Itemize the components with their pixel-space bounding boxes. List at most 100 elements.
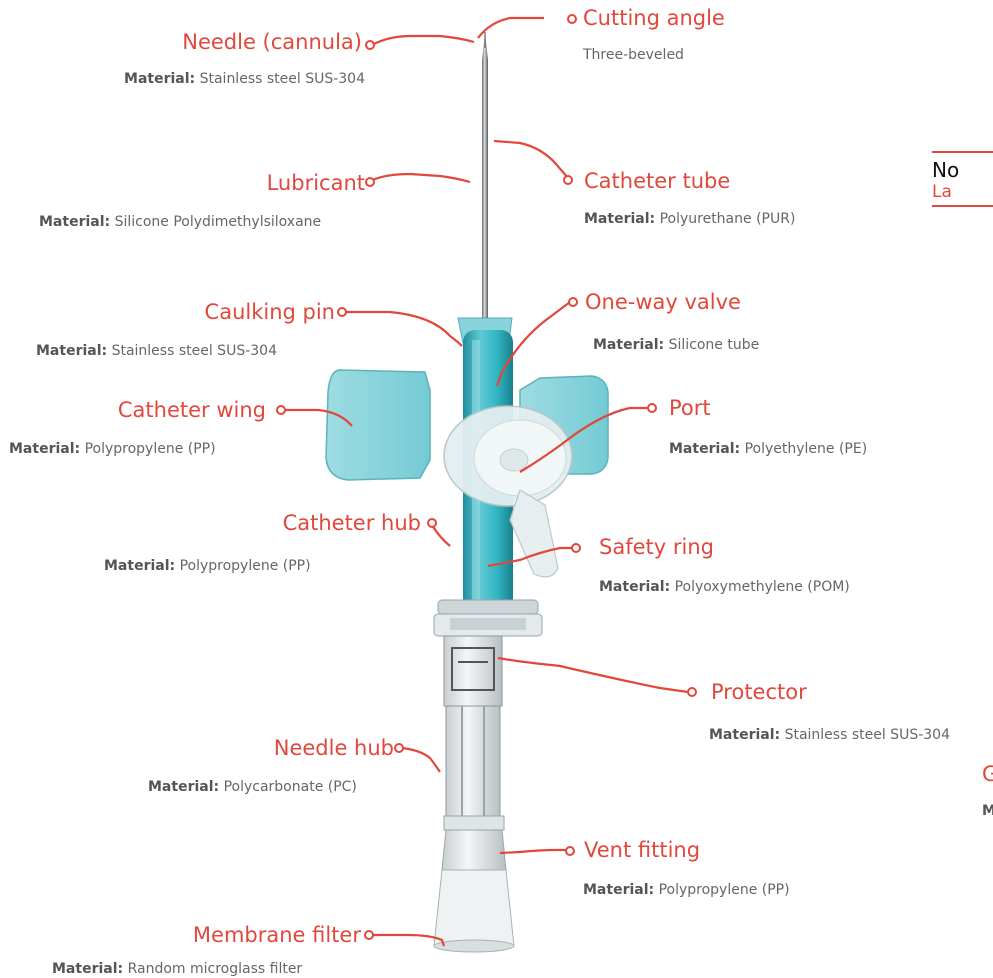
tube-material: Polyurethane (PUR): [660, 211, 796, 227]
label-safety: Safety ring: [599, 535, 714, 559]
needlehub-material: Polycarbonate (PC): [224, 779, 357, 795]
leader-dot-port: [648, 404, 656, 412]
caulking-material-line: Material: Stainless steel SUS-304: [36, 340, 277, 360]
vent-fitting-body: [442, 816, 506, 870]
label-valve: One-way valve: [585, 290, 741, 314]
vent-title: Vent fitting: [584, 838, 700, 862]
needle-title: Needle (cannula): [182, 30, 362, 54]
leader-dot-wing: [277, 406, 285, 414]
needle-material-key: Material:: [124, 71, 195, 87]
leader-needle: [374, 36, 474, 44]
vent-material-line: Material: Polypropylene (PP): [583, 879, 790, 899]
port-material-key: Material:: [669, 441, 740, 457]
note-title: No: [932, 158, 959, 182]
cutoff-title: G: [982, 762, 993, 786]
tube-title: Catheter tube: [584, 169, 730, 193]
leader-tube: [494, 141, 568, 178]
safety-ring-flange: [434, 600, 542, 636]
needle-material-line: Material: Stainless steel SUS-304: [124, 68, 365, 88]
protector-material-line: Material: Stainless steel SUS-304: [709, 724, 950, 744]
leader-needlehub: [402, 748, 440, 772]
leader-dot-needlehub: [395, 744, 403, 752]
leader-dot-tube: [564, 176, 572, 184]
protector-title: Protector: [711, 680, 807, 704]
membrane-material-line: Material: Random microglass filter: [52, 958, 302, 978]
cutting-material: Three-beveled: [583, 47, 684, 63]
membrane-material-key: Material:: [52, 961, 123, 977]
label-needle: Needle (cannula): [182, 30, 362, 54]
vent-material-key: Material:: [583, 882, 654, 898]
caulking-material: Stainless steel SUS-304: [112, 343, 277, 359]
leader-caulking: [344, 312, 462, 346]
label-lubricant: Lubricant: [267, 171, 365, 195]
hub-material: Polypropylene (PP): [180, 558, 311, 574]
needle-material: Stainless steel SUS-304: [200, 71, 365, 87]
note-subtitle: La: [932, 182, 959, 202]
valve-material-line: Material: Silicone tube: [593, 334, 759, 354]
leader-hub: [432, 525, 450, 546]
label-membrane: Membrane filter: [193, 923, 361, 947]
wing-material: Polypropylene (PP): [85, 441, 216, 457]
wing-title: Catheter wing: [118, 398, 266, 422]
port-title: Port: [669, 396, 711, 420]
cutting-title: Cutting angle: [583, 6, 725, 30]
leader-membrane: [372, 935, 444, 946]
hub-material-key: Material:: [104, 558, 175, 574]
leader-dot-valve: [569, 298, 577, 306]
lubricant-title: Lubricant: [267, 171, 365, 195]
port-cap: [444, 406, 572, 506]
membrane-filter-body: [434, 870, 514, 952]
leader-lubricant: [370, 174, 470, 182]
membrane-material: Random microglass filter: [128, 961, 303, 977]
tube-material-line: Material: Polyurethane (PUR): [584, 208, 795, 228]
label-hub: Catheter hub: [283, 511, 421, 535]
label-protector: Protector: [711, 680, 807, 704]
wing-material-key: Material:: [9, 441, 80, 457]
leader-dot-needle: [366, 41, 374, 49]
leader-dot-cutting: [568, 15, 576, 23]
safety-title: Safety ring: [599, 535, 714, 559]
leader-dot-lubricant: [366, 178, 374, 186]
port-tab: [510, 490, 558, 577]
label-cutting: Cutting angle: [583, 6, 725, 30]
port-material-line: Material: Polyethylene (PE): [669, 438, 867, 458]
lubricant-material-key: Material:: [39, 214, 110, 230]
safety-material: Polyoxymethylene (POM): [675, 579, 850, 595]
valve-material: Silicone tube: [669, 337, 760, 353]
leader-dot-vent: [566, 847, 574, 855]
leader-dot-caulking: [338, 308, 346, 316]
valve-title: One-way valve: [585, 290, 741, 314]
catheter-wing-left: [326, 370, 430, 480]
cutoff-label: G: [982, 762, 993, 786]
leader-cutting: [478, 18, 544, 38]
needlehub-material-line: Material: Polycarbonate (PC): [148, 776, 357, 796]
label-tube: Catheter tube: [584, 169, 730, 193]
membrane-title: Membrane filter: [193, 923, 361, 947]
leader-dot-hub: [428, 519, 436, 527]
protector-material-key: Material:: [709, 727, 780, 743]
needle-shaft: [482, 32, 488, 318]
label-caulking: Caulking pin: [205, 300, 335, 324]
needle-hub-body: [446, 706, 500, 816]
hub-material-line: Material: Polypropylene (PP): [104, 555, 311, 575]
label-needlehub: Needle hub: [274, 736, 394, 760]
leader-vent: [500, 850, 568, 853]
label-wing: Catheter wing: [118, 398, 266, 422]
leader-dot-membrane: [365, 931, 373, 939]
protector-material: Stainless steel SUS-304: [785, 727, 950, 743]
leader-protector: [498, 658, 688, 692]
needlehub-material-key: Material:: [148, 779, 219, 795]
safety-material-line: Material: Polyoxymethylene (POM): [599, 576, 850, 596]
valve-material-key: Material:: [593, 337, 664, 353]
port-material: Polyethylene (PE): [745, 441, 868, 457]
caulking-material-key: Material:: [36, 343, 107, 359]
protector-body: [444, 636, 502, 706]
vent-material: Polypropylene (PP): [659, 882, 790, 898]
label-vent: Vent fitting: [584, 838, 700, 862]
wing-material-line: Material: Polypropylene (PP): [9, 438, 216, 458]
cutoff-material-key: M: [982, 803, 993, 819]
cutting-material-line: Three-beveled: [583, 44, 684, 64]
leader-dot-safety: [572, 544, 580, 552]
